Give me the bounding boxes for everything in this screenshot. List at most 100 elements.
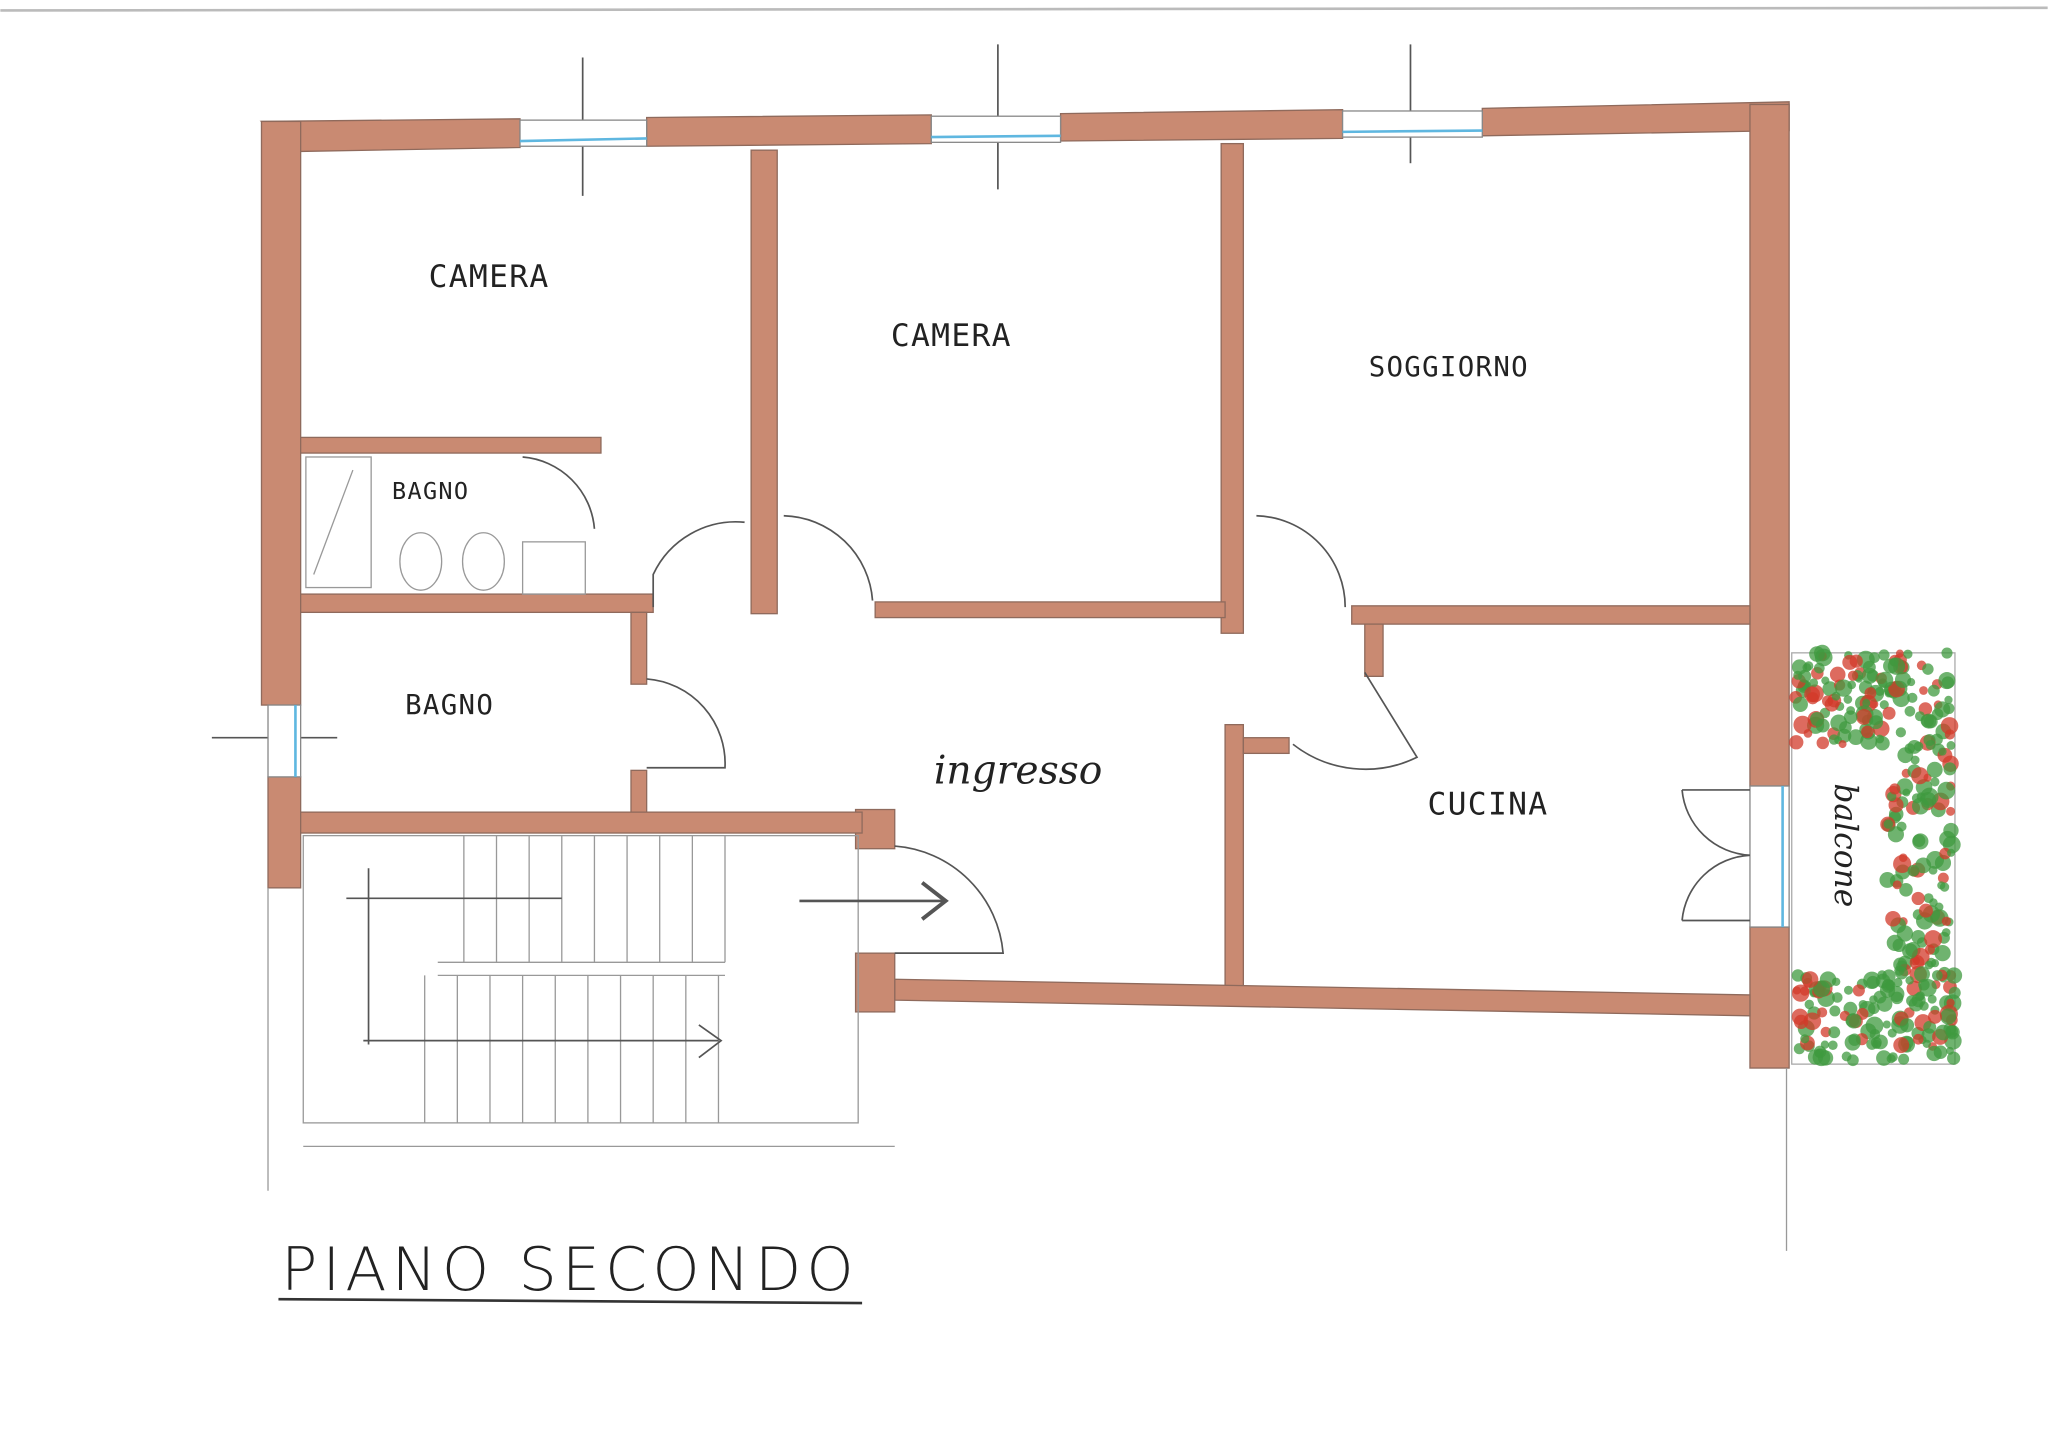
doors [522, 456, 1751, 954]
plant-mark [1838, 740, 1847, 749]
plant-mark [1864, 687, 1877, 700]
plant-mark [1801, 971, 1819, 988]
plant-mark [1937, 781, 1956, 800]
plant-mark [1828, 734, 1840, 745]
plant-mark [1895, 649, 1904, 658]
plant-mark [1905, 976, 1914, 985]
plant-mark [1911, 767, 1929, 785]
plant-mark [1939, 882, 1950, 892]
plant-mark [1843, 710, 1858, 724]
plant-mark [1944, 729, 1955, 740]
plant-mark [1862, 699, 1871, 708]
plant-mark [1869, 1028, 1881, 1040]
plant-mark [1820, 1040, 1830, 1049]
plant-mark [1883, 819, 1894, 829]
room-label-cucina: CUCINA [1427, 787, 1548, 823]
plant-mark [1882, 969, 1896, 983]
plant-mark [1921, 713, 1937, 729]
plant-mark [1919, 686, 1928, 695]
plant-mark [1929, 898, 1938, 907]
windows [267, 110, 1790, 928]
plant-mark [1940, 1008, 1957, 1025]
plant-mark [1896, 778, 1914, 795]
room-label-soggiorno: SOGGIORNO [1369, 352, 1529, 383]
plant-mark [1887, 826, 1904, 843]
plant-mark [1888, 985, 1905, 1003]
plant-mark [1870, 1037, 1882, 1048]
plant-mark [1946, 741, 1956, 750]
plant-mark [1899, 1018, 1915, 1033]
stair-arrows [346, 868, 949, 1059]
plant-mark [1828, 1026, 1841, 1039]
plant-mark [1943, 762, 1957, 776]
plant-mark [1910, 755, 1920, 765]
plant-mark [1876, 671, 1894, 688]
room-label-camera-1: CAMERA [429, 259, 550, 295]
plant-mark [1927, 994, 1937, 1004]
plant-mark [1907, 692, 1918, 703]
plant-mark [1828, 1040, 1838, 1051]
plant-mark [1847, 670, 1859, 681]
plant-mark [1804, 999, 1815, 1010]
plant-mark [1904, 705, 1916, 717]
plant-mark [1915, 992, 1924, 1002]
plant-mark [1865, 1016, 1884, 1035]
plant-mark [1861, 725, 1874, 739]
plant-mark [1932, 970, 1943, 981]
plant-mark [1824, 697, 1839, 712]
plant-mark [1856, 708, 1872, 725]
plant-mark [1944, 695, 1953, 704]
plant-mark [1889, 783, 1901, 795]
scan-edge-line [0, 6, 2048, 12]
plant-mark [1902, 943, 1918, 959]
room-label-bagno-1: BAGNO [392, 477, 469, 505]
plant-mark [1924, 960, 1934, 970]
plant-mark [1817, 1007, 1828, 1018]
plant-mark [1935, 1024, 1951, 1041]
plant-mark [1792, 696, 1808, 712]
plant-mark [1843, 695, 1853, 704]
plant-mark [1923, 1020, 1937, 1034]
room-label-bagno-2: BAGNO [405, 690, 494, 721]
plant-mark [1848, 1033, 1861, 1046]
plant-mark [1819, 971, 1837, 988]
balcony-planter [1789, 644, 1963, 1067]
staircase [267, 834, 1788, 1251]
plant-mark [1876, 996, 1893, 1012]
plant-mark [1920, 787, 1939, 806]
plant-mark [1842, 654, 1858, 670]
plant-mark [1893, 977, 1903, 988]
plant-mark [1912, 834, 1926, 847]
plant-mark [1846, 1013, 1862, 1029]
plant-mark [1948, 986, 1961, 999]
plant-mark [1943, 702, 1955, 715]
plant-mark [1946, 998, 1955, 1007]
plant-mark [1892, 938, 1906, 953]
plant-mark [1886, 1054, 1896, 1064]
plant-mark [1919, 979, 1937, 997]
plant-mark [1809, 646, 1825, 662]
plant-mark [1878, 649, 1890, 661]
plant-mark [1894, 671, 1912, 688]
walls [259, 101, 1790, 1069]
plant-mark [1793, 715, 1812, 734]
plant-mark [1875, 734, 1885, 744]
plant-mark [1941, 928, 1951, 937]
plant-mark [1895, 727, 1906, 738]
plant-mark [1911, 891, 1925, 906]
plant-mark [1879, 700, 1889, 710]
plant-mark [1847, 729, 1864, 746]
plant-mark [1946, 806, 1956, 816]
plant-mark [1938, 747, 1947, 756]
title-underline [278, 1297, 863, 1305]
plant-mark [1882, 1020, 1891, 1029]
plant-mark [1800, 1034, 1810, 1044]
room-label-ingresso: ingresso [934, 748, 1102, 793]
plant-mark [1829, 1005, 1841, 1017]
plant-mark [1926, 761, 1943, 778]
plant-mark [1887, 1028, 1897, 1038]
plant-mark [1839, 721, 1852, 734]
plant-mark [1914, 966, 1930, 983]
plant-mark [1941, 647, 1953, 659]
plant-mark [1888, 797, 1904, 813]
